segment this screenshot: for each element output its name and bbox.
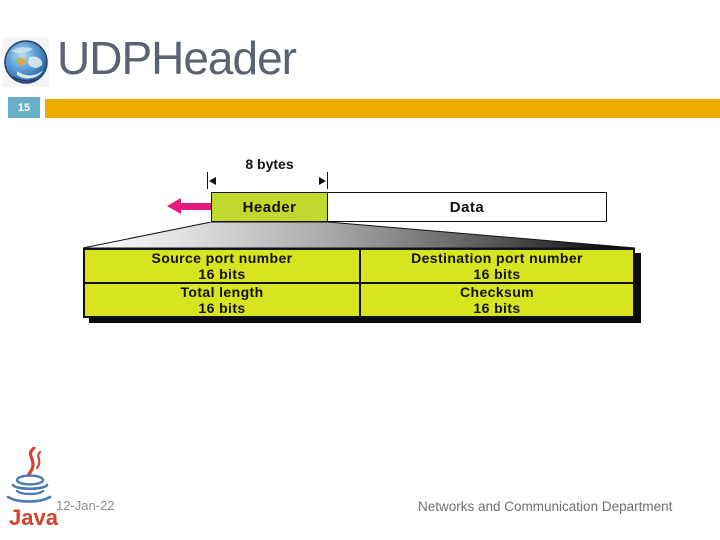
field-size: 16 bits (473, 266, 521, 282)
field-cell-total-length: Total length 16 bits (85, 284, 359, 316)
field-size: 16 bits (198, 300, 246, 316)
segment-data-box: Data (327, 192, 607, 222)
slide-date: 12-Jan-22 (56, 498, 115, 513)
slide-number-badge: 15 (8, 97, 40, 118)
field-size: 16 bits (473, 300, 521, 316)
zoom-trapezoid (83, 222, 635, 248)
byte-width-label: 8 bytes (245, 156, 294, 172)
arrow-left-icon (209, 177, 216, 185)
udp-header-fields-table: Source port number 16 bits Destination p… (83, 248, 635, 318)
field-cell-source-port: Source port number 16 bits (85, 250, 359, 284)
field-size: 16 bits (198, 266, 246, 282)
accent-bar (45, 99, 720, 118)
department-label: Networks and Communication Department (418, 499, 673, 514)
page-title: UDPHeader (57, 32, 297, 84)
measure-left-bar (207, 172, 208, 189)
java-wordmark: Java (9, 505, 58, 530)
arrow-shaft (180, 202, 212, 210)
header-pointer-arrow-icon (167, 198, 212, 214)
measure-left-marker (207, 172, 219, 189)
field-name: Destination port number (411, 250, 583, 266)
arrow-right-icon (319, 177, 326, 185)
field-name: Total length (180, 284, 264, 300)
field-cell-checksum: Checksum 16 bits (359, 284, 633, 316)
measure-right-marker (316, 172, 328, 189)
java-cup-icon (6, 446, 52, 503)
field-name: Source port number (151, 250, 293, 266)
measure-right-bar (327, 172, 328, 189)
globe-logo-icon (3, 37, 49, 87)
field-cell-destination-port: Destination port number 16 bits (359, 250, 633, 284)
java-logo: Java (6, 446, 58, 531)
segment-header-box: Header (211, 192, 328, 222)
arrow-head (167, 198, 181, 214)
field-name: Checksum (459, 284, 534, 300)
